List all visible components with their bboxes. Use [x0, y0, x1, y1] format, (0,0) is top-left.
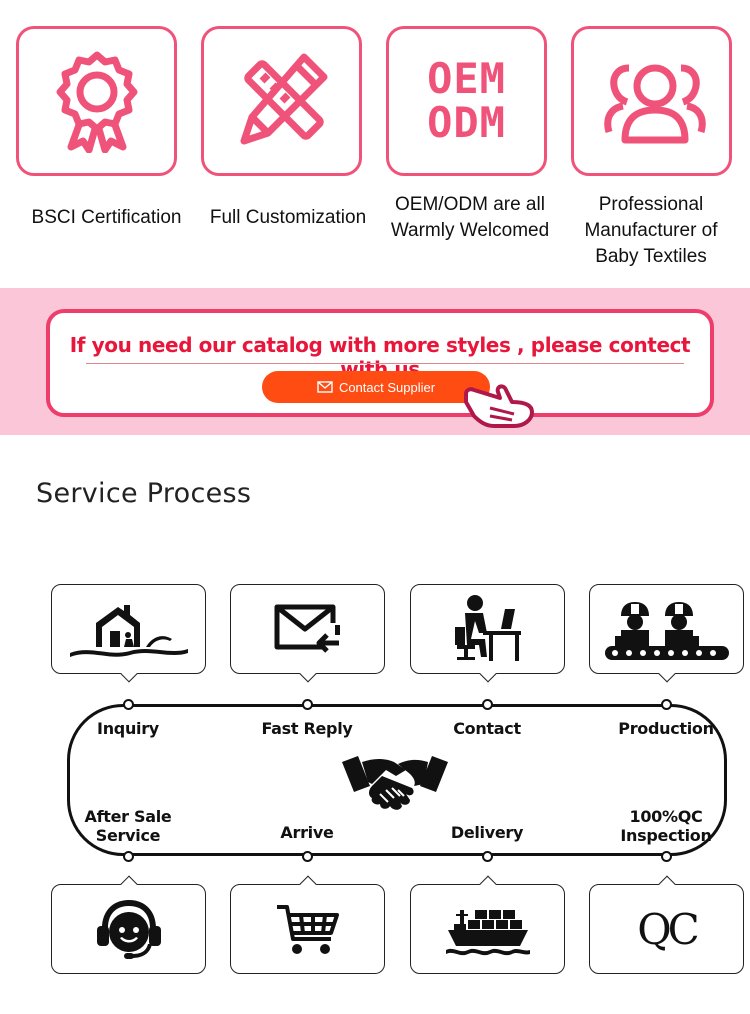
step-box-production: [589, 584, 744, 683]
step-label-fast-reply: Fast Reply: [261, 719, 353, 738]
step-label-inquiry: Inquiry: [97, 719, 159, 738]
step-dot-fast-reply: [302, 699, 313, 710]
envelope-icon: [317, 381, 333, 393]
box-pointer: [658, 665, 675, 683]
step-box-fast-reply: [230, 584, 385, 683]
mail-reply-icon: [274, 604, 340, 653]
step-dot-after-sale: [123, 851, 134, 862]
banner-divider: [86, 363, 684, 364]
step-box-arrive: [230, 875, 385, 974]
feature-label-manufacturer: Professional Manufacturer of Baby Textil…: [584, 194, 718, 267]
step-label-contact: Contact: [453, 719, 521, 738]
house-icon: [69, 605, 188, 657]
box-pointer: [120, 875, 137, 893]
step-dot-arrive: [302, 851, 313, 862]
step-box-contact: [410, 584, 565, 683]
box-pointer: [299, 665, 316, 683]
oem-odm-text-icon: OEM ODM: [427, 54, 506, 147]
step-label-delivery: Delivery: [450, 823, 524, 842]
contact-supplier-button[interactable]: Contact Supplier: [262, 371, 490, 403]
step-box-delivery: [410, 875, 565, 974]
box-pointer: [479, 665, 496, 683]
feature-card-customization: [201, 26, 362, 176]
service-process-title: Service Process: [36, 478, 252, 509]
step-label-after-sale: After Sale Service: [84, 807, 172, 845]
feature-card-manufacturer: [571, 26, 732, 176]
step-box-inquiry: [51, 584, 206, 683]
contact-supplier-label: Contact Supplier: [338, 379, 436, 395]
catalog-banner: If you need our catalog with more styles…: [46, 309, 714, 417]
box-pointer: [479, 875, 496, 893]
cargo-ship-icon: [445, 910, 530, 956]
factory-workers-icon: [604, 602, 729, 660]
step-dot-delivery: [482, 851, 493, 862]
box-pointer: [299, 875, 316, 893]
person-at-desk-icon: [454, 595, 521, 661]
feature-label-oem-odm: OEM/ODM are all Warmly Welcomed: [390, 194, 550, 241]
step-dot-contact: [482, 699, 493, 710]
award-badge-icon: [56, 51, 137, 153]
qc-icon: QC: [637, 904, 700, 954]
users-icon: [603, 64, 706, 144]
box-pointer: [120, 665, 137, 683]
shopping-cart-icon: [276, 905, 339, 954]
step-label-qc-inspection: 100%QC Inspection: [620, 807, 712, 845]
step-dot-production: [661, 699, 672, 710]
handshake-icon: [342, 756, 448, 810]
box-pointer: [658, 875, 675, 893]
customer-service-icon: [96, 900, 161, 959]
process-loop-track: [67, 704, 727, 856]
feature-card-oem-odm: OEM ODM: [386, 26, 547, 176]
feature-label-bsci: BSCI Certification: [31, 207, 182, 228]
feature-label-customization: Full Customization: [209, 207, 367, 228]
hand-pointer-icon: [464, 384, 534, 428]
step-box-qc: QC: [589, 875, 744, 974]
step-label-production: Production: [618, 719, 714, 738]
step-label-arrive: Arrive: [280, 823, 334, 842]
feature-card-bsci: [16, 26, 177, 176]
step-dot-qc: [661, 851, 672, 862]
step-box-after-sale: [51, 875, 206, 974]
step-dot-inquiry: [123, 699, 134, 710]
ruler-pencil-icon: [240, 53, 327, 145]
